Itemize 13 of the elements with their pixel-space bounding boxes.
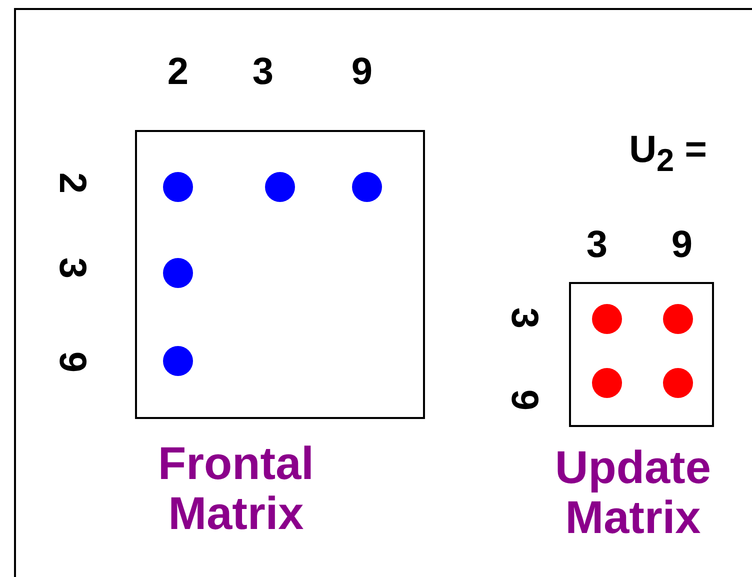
column-index: 3	[252, 52, 274, 92]
column-index: 2	[167, 52, 189, 92]
row-index: 9	[52, 351, 92, 373]
row-index: 3	[504, 307, 544, 329]
row-index: 3	[52, 257, 92, 279]
matrix-caption: Update Matrix	[554, 442, 712, 542]
matrix-name: U$_{2}$ =	[629, 130, 707, 180]
row-index: 9	[504, 389, 544, 411]
row-index: 2	[52, 172, 92, 194]
matrix-caption: Frontal Matrix	[157, 438, 315, 538]
column-index: 3	[586, 225, 608, 265]
column-index: 9	[671, 225, 693, 265]
column-index: 9	[351, 52, 373, 92]
